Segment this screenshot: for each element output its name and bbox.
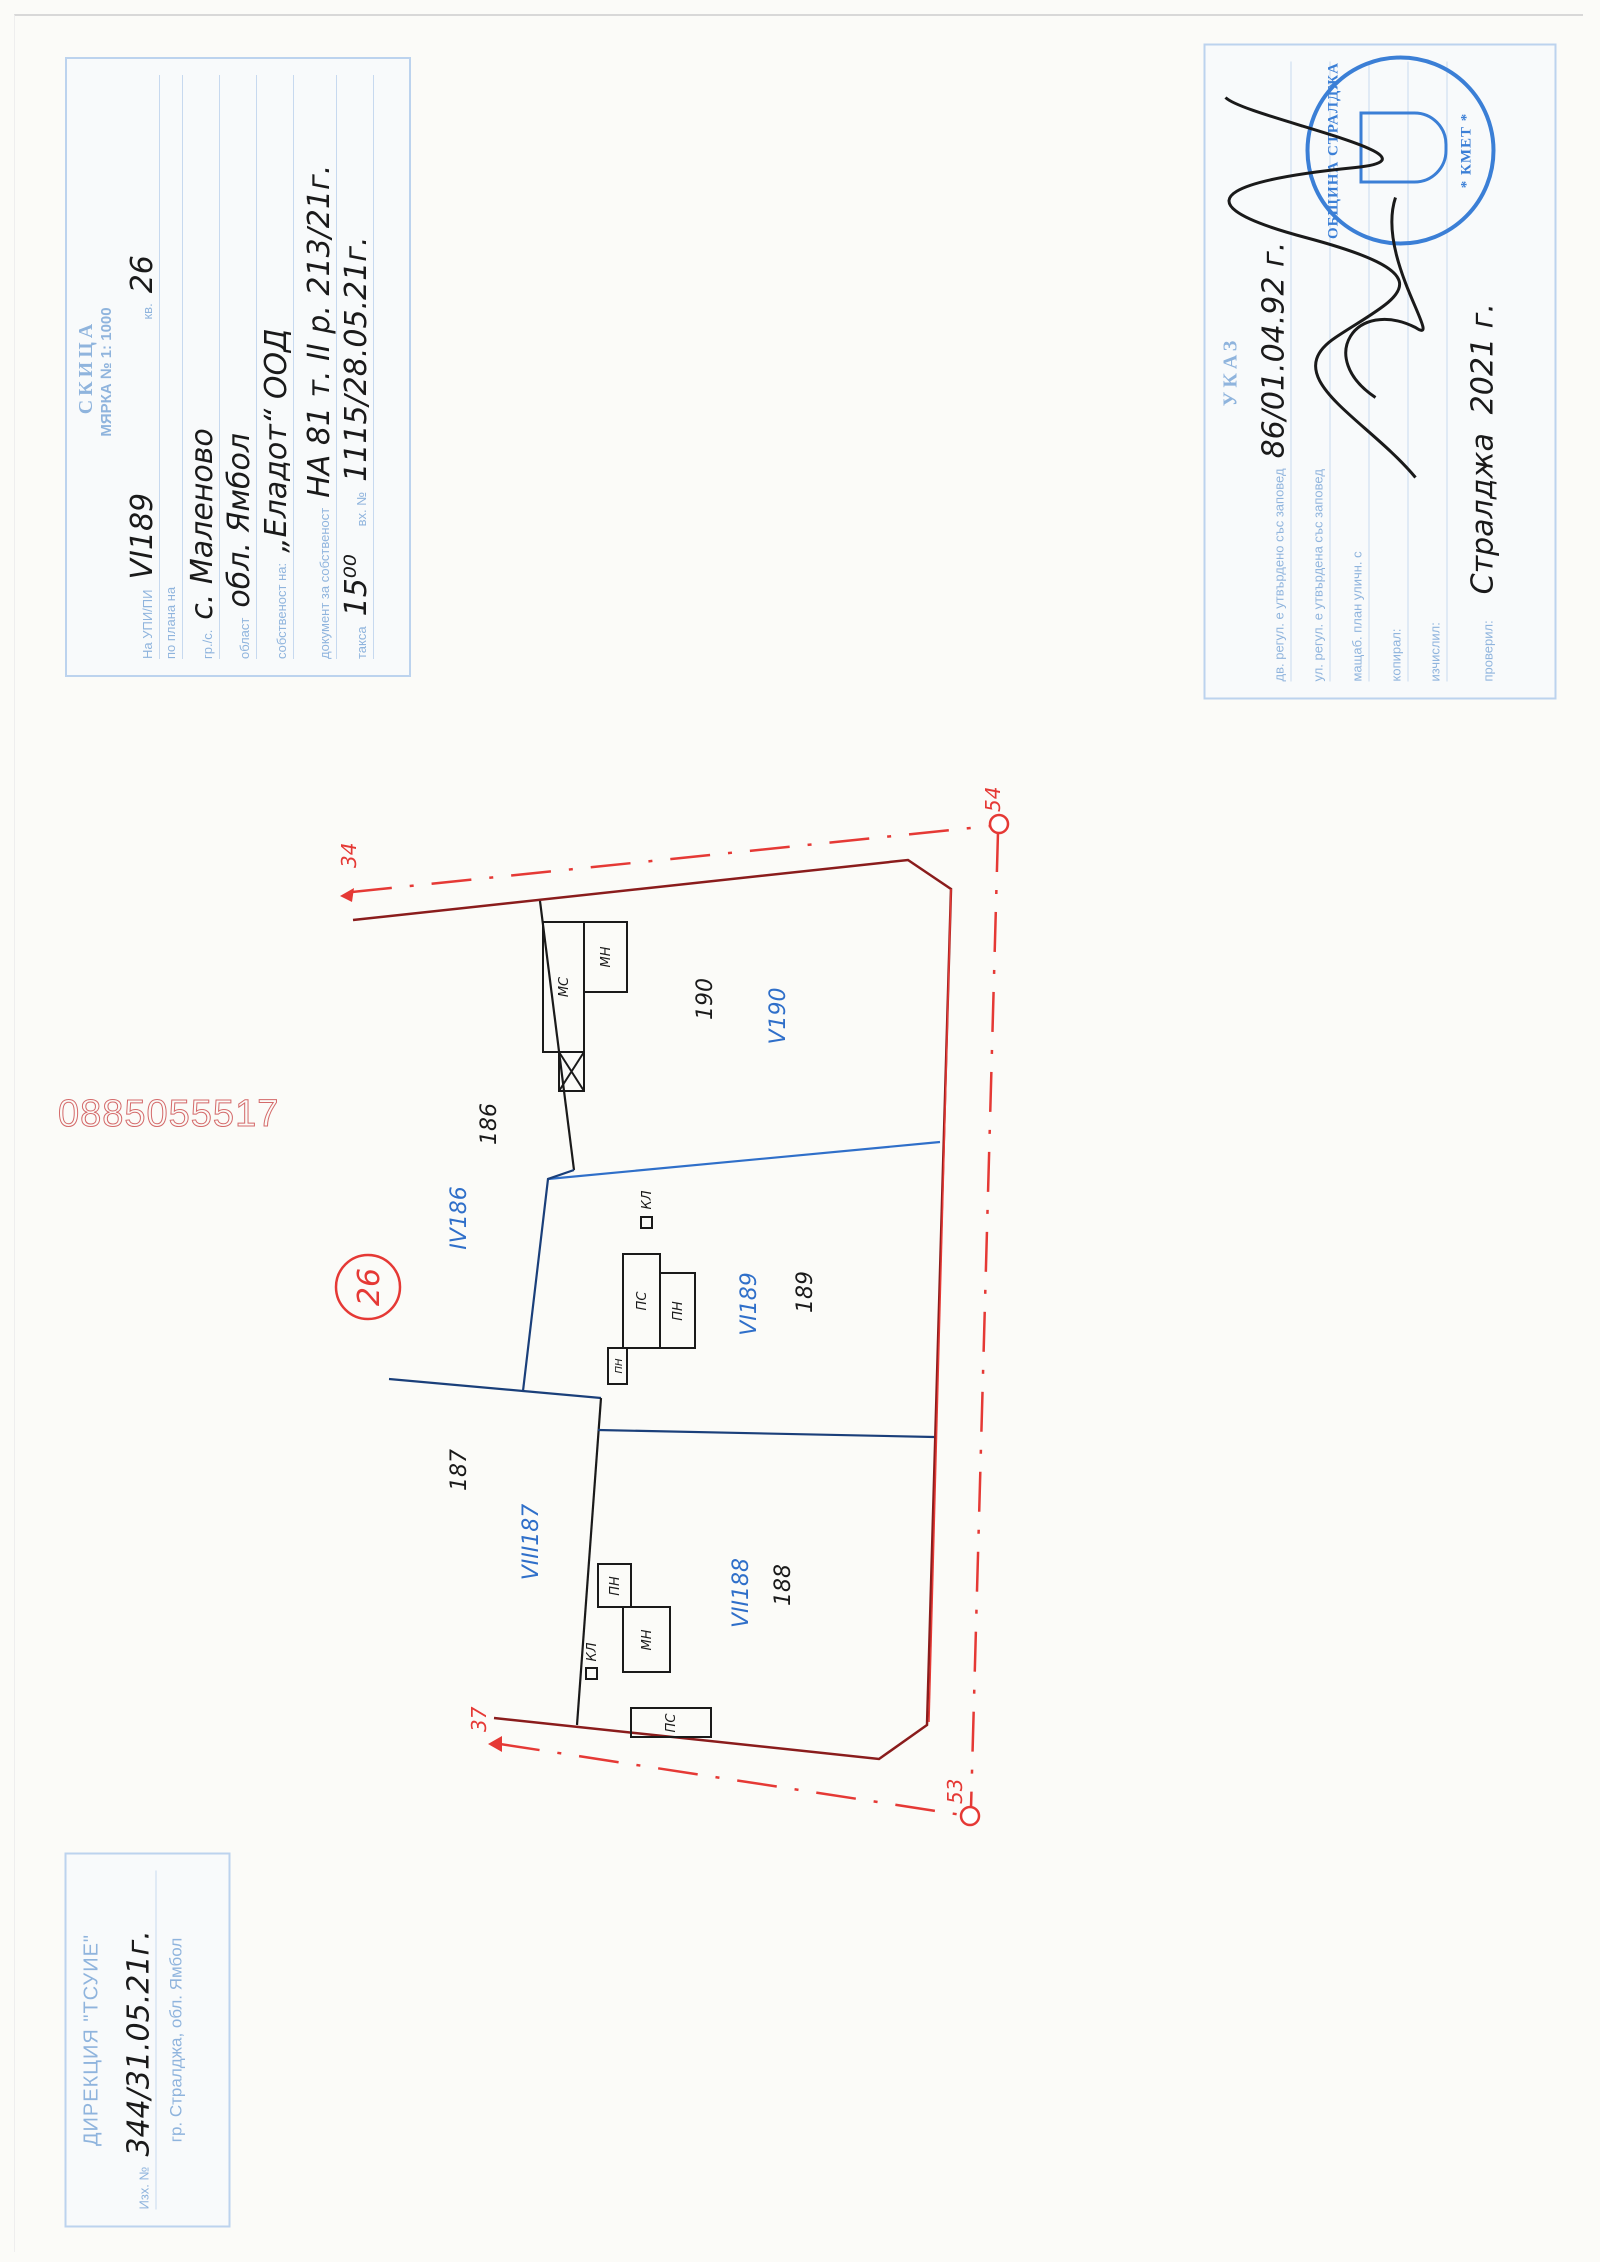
lot-190-number: 190 — [693, 978, 718, 1020]
building-pn-189 — [659, 1272, 696, 1349]
page-frame — [14, 14, 1583, 2252]
lot-line-187-188 — [575, 1397, 603, 1726]
lot-line-186-189 — [521, 1168, 575, 1392]
label-kl-189: КЛ — [640, 1190, 655, 1209]
regulation-line-right — [969, 831, 1000, 1809]
label-pn-189-small: ПН — [614, 1358, 625, 1374]
lot-187-upi: VIII187 — [519, 1504, 544, 1581]
building-pn-189-small — [607, 1347, 628, 1385]
outer-boundary — [352, 858, 953, 1761]
point-53-label: 53 — [943, 1779, 967, 1804]
lot-189-upi: VI189 — [737, 1272, 762, 1336]
well-kl-188-icon — [585, 1667, 598, 1680]
block-number: 26 — [352, 1268, 387, 1306]
point-54-label: 54 — [981, 787, 1005, 812]
point-34-label: 34 — [337, 843, 361, 868]
lot-line-190-189 — [547, 1140, 941, 1181]
label-ps-189: ПС — [635, 1291, 650, 1311]
lot-186-number: 186 — [477, 1103, 502, 1145]
block-number-circle — [334, 1253, 402, 1321]
signature — [1224, 96, 1425, 479]
regulation-line-top — [351, 824, 991, 894]
label-pn-189: ПН — [671, 1301, 686, 1321]
lot-188-upi: VII188 — [729, 1558, 754, 1628]
label-mn-190: МН — [599, 946, 614, 967]
point-34-arrow-icon — [340, 888, 354, 902]
point-54-marker — [988, 813, 1010, 835]
building-pn-188 — [597, 1563, 632, 1608]
label-ps-188: ПС — [664, 1713, 679, 1733]
building-ps-188 — [630, 1707, 712, 1738]
building-demolished — [558, 1051, 585, 1092]
cross-mark-icon — [558, 1051, 585, 1092]
well-kl-189-icon — [640, 1216, 653, 1229]
label-ms: МС — [557, 976, 572, 997]
phone-watermark: 0885055517 — [57, 1093, 280, 1136]
regulation-line-bottom — [499, 1742, 963, 1817]
lot-line-189-188 — [597, 1428, 935, 1439]
point-37-arrow-icon — [488, 1736, 502, 1752]
lot-186-upi: IV186 — [447, 1186, 472, 1250]
point-53-marker — [959, 1805, 981, 1827]
lot-187-number: 187 — [447, 1449, 472, 1491]
lot-line-186-190 — [538, 900, 576, 1171]
label-pn-188: ПН — [608, 1576, 623, 1596]
lot-189-number: 189 — [793, 1271, 818, 1313]
lot-line-186-187 — [388, 1377, 602, 1400]
label-mn-188: МН — [640, 1629, 655, 1650]
label-kl-188: КЛ — [585, 1642, 600, 1661]
lot-190-upi: V190 — [766, 987, 791, 1044]
lot-188-number: 188 — [771, 1564, 796, 1606]
building-mn-188 — [622, 1606, 671, 1673]
building-mn-190 — [583, 921, 628, 993]
decree-form: УКАЗ дв. регул. е утвърдено със заповед … — [1203, 43, 1557, 700]
boundary-red-overlay — [928, 888, 952, 1723]
point-37-label: 37 — [467, 1706, 491, 1732]
